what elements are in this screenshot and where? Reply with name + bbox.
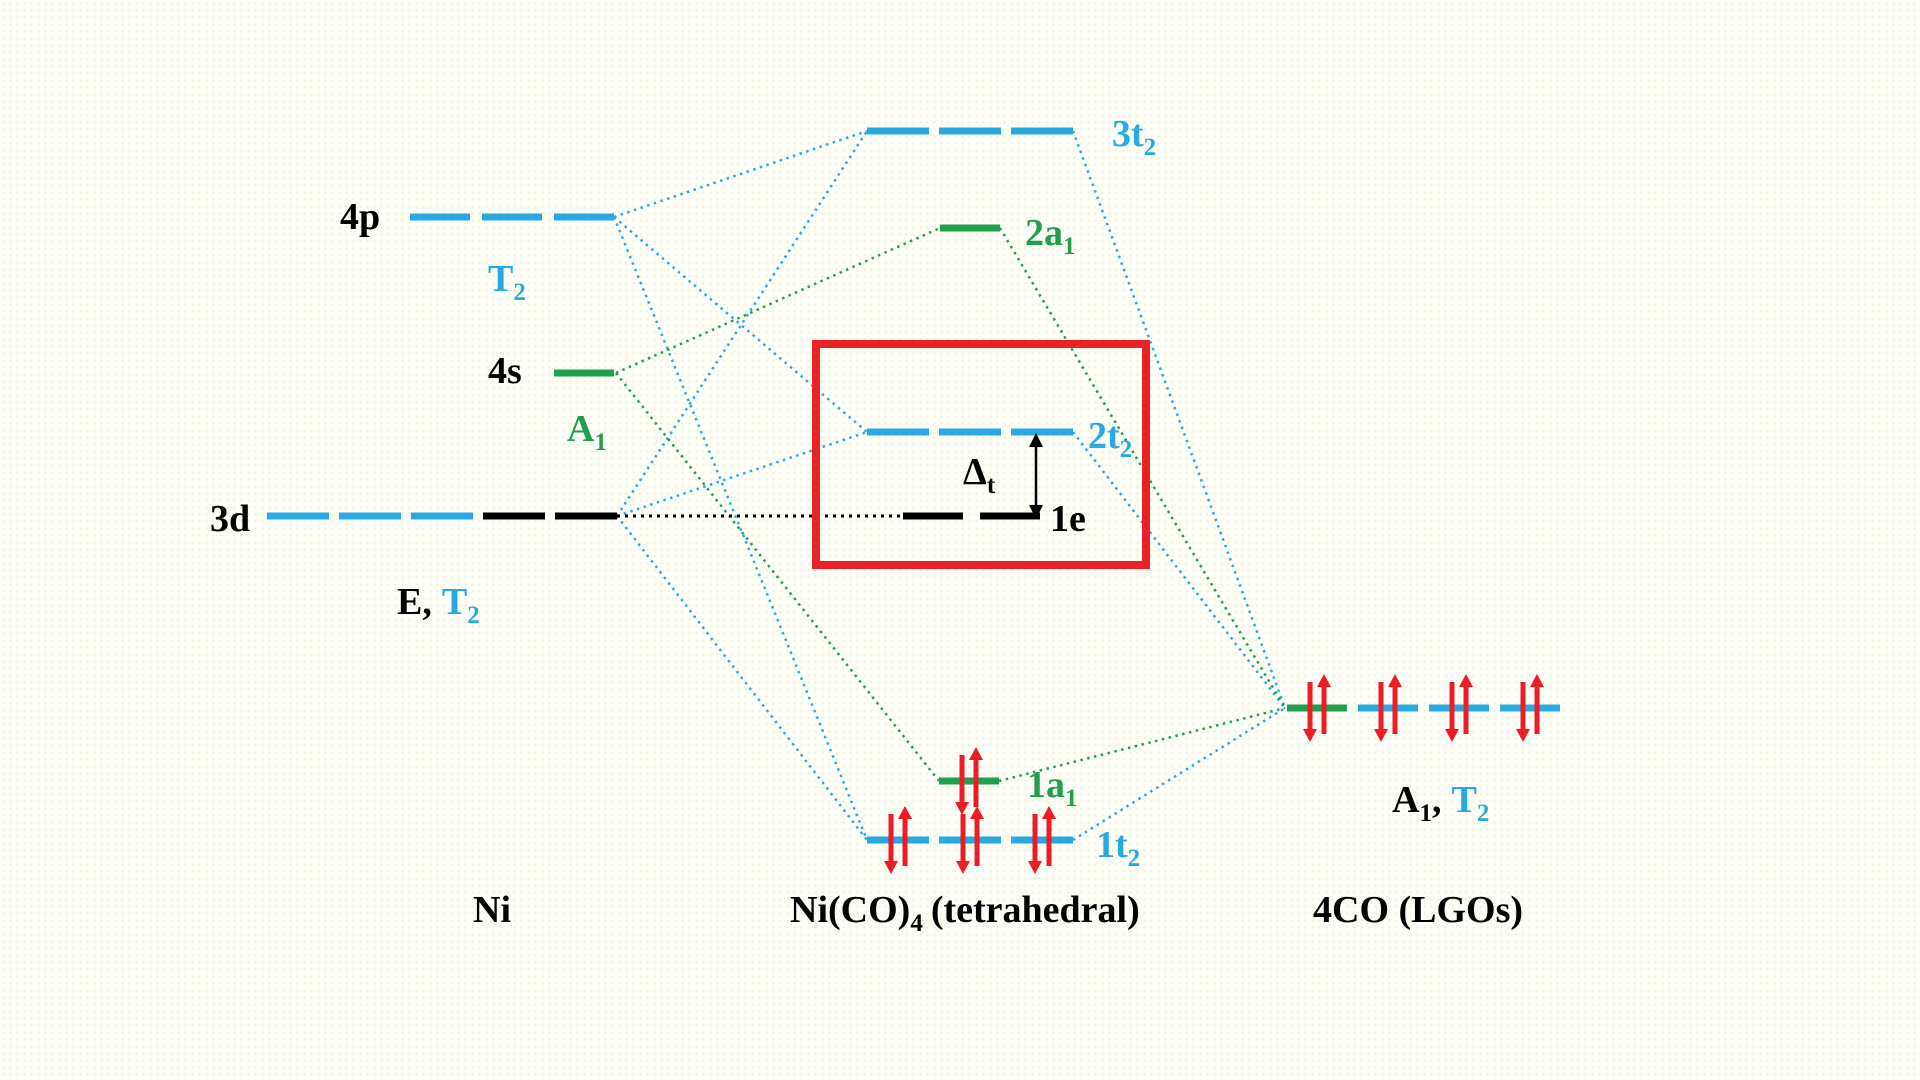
correlation-line-lgo-2t2 [1072, 431, 1286, 709]
orbital-dash [867, 127, 929, 135]
label-3d: 3d [210, 498, 250, 540]
label-1e: 1e [1050, 498, 1086, 540]
mo-1a1-level [939, 777, 999, 785]
correlation-line-lgo-1t2 [1072, 706, 1286, 842]
label-3t2: 3t2 [1112, 113, 1156, 161]
caption-nico4: Ni(CO)4(tetrahedral) [790, 889, 1140, 937]
correlation-line-4p-2t2 [613, 216, 868, 433]
ni-4s-level [554, 369, 614, 377]
orbital-dash [939, 777, 999, 785]
orbital-dash [939, 127, 1001, 135]
label-4p: 4p [340, 196, 380, 238]
mo-1t2-level [867, 836, 1073, 844]
label-delta-t: Δt [963, 451, 996, 499]
correlation-line-3d-2t2 [616, 430, 868, 518]
correlation-lines [612, 129, 1287, 842]
correlation-line-4s-2a1 [615, 226, 941, 375]
orbital-dash [1358, 704, 1418, 712]
delta-t-arrow [1029, 433, 1043, 519]
label-2t2: 2t2 [1088, 415, 1132, 463]
correlation-line-lgo-1a1 [998, 706, 1286, 783]
ni-3d-level [267, 512, 617, 520]
orbital-dash [267, 512, 329, 520]
correlation-line-lgo-2a1 [998, 227, 1287, 709]
caption-4co-lgos: 4CO (LGOs) [1313, 889, 1523, 931]
orbital-dash [482, 213, 542, 221]
orbital-dash [1011, 428, 1073, 436]
mo-2t2-level [867, 428, 1073, 436]
orbital-dash [411, 512, 473, 520]
label-1t2: 1t2 [1096, 824, 1140, 872]
label-3d-symmetry: E,T2 [397, 581, 480, 629]
orbital-dash [939, 428, 1001, 436]
label-4s-symmetry: A1 [567, 408, 607, 456]
arrow-down-head-icon [1029, 505, 1043, 519]
mo-3t2-level [867, 127, 1073, 135]
correlation-line-lgo-3t2 [1071, 130, 1287, 709]
correlation-line-4p-1t2 [612, 216, 869, 841]
correlation-line-3d-1t2 [616, 515, 868, 841]
orbital-dash [940, 224, 1000, 232]
orbital-dash [339, 512, 401, 520]
orbital-dash [554, 213, 614, 221]
orbital-dash [939, 836, 1001, 844]
orbital-dash [980, 512, 1040, 520]
orbital-dash [483, 512, 545, 520]
mo-1e-level [903, 512, 1040, 520]
mo-2a1-level [940, 224, 1000, 232]
orbital-dash [1429, 704, 1489, 712]
orbital-dash [867, 428, 929, 436]
highlight-box [812, 340, 1150, 569]
correlation-line-4p-3t2 [613, 129, 868, 219]
ni-4p-level [410, 213, 614, 221]
label-2a1: 2a1 [1025, 212, 1076, 260]
label-4p-symmetry: T2 [488, 258, 526, 306]
caption-ni: Ni [473, 889, 511, 931]
orbital-dash [554, 369, 614, 377]
orbital-dash [1011, 127, 1073, 135]
label-4s: 4s [488, 350, 522, 392]
orbital-dash [1500, 704, 1560, 712]
orbital-dash [903, 512, 963, 520]
orbital-dash [555, 512, 617, 520]
label-1a1: 1a1 [1027, 764, 1078, 812]
electron-pairs [884, 674, 1544, 874]
correlation-line-4s-1a1 [615, 372, 940, 782]
orbital-dash [867, 836, 929, 844]
correlation-line-3d-3t2 [615, 130, 869, 517]
orbital-dash [1287, 704, 1347, 712]
arrow-up-head-icon [1029, 433, 1043, 447]
orbital-dash [410, 213, 470, 221]
label-lgo-symmetry: A1,T2 [1392, 779, 1489, 827]
orbital-dash [1011, 836, 1073, 844]
lgo-level [1287, 704, 1560, 712]
